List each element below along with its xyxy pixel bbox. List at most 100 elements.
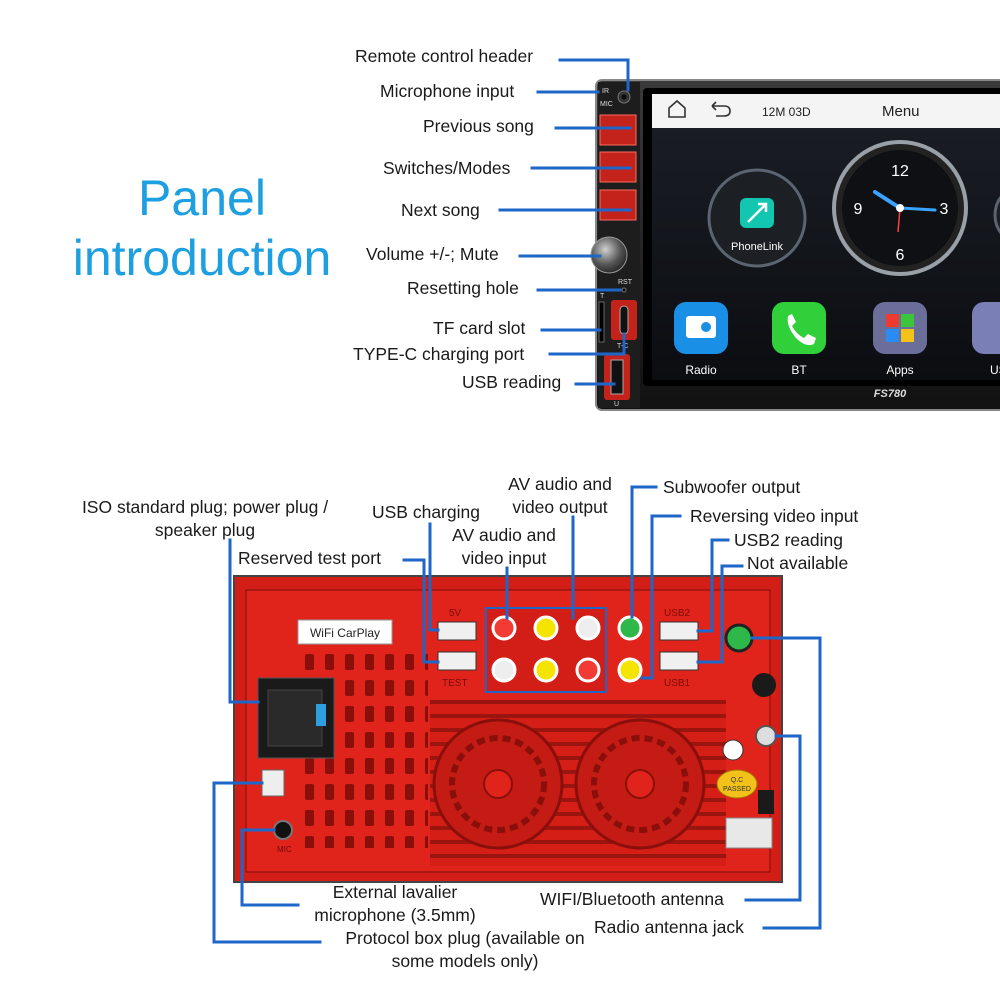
clock-number-3: 3: [940, 201, 949, 218]
panel-title-line2: introduction: [72, 230, 332, 286]
prev-song-button[interactable]: [599, 114, 637, 146]
label-tf-card-slot: TF card slot: [433, 318, 526, 338]
label-type-c-port: TYPE-C charging port: [353, 344, 525, 364]
spec-label: [725, 817, 773, 849]
subwoofer-jack[interactable]: [617, 615, 643, 641]
rst-mark: RST: [618, 279, 633, 286]
label-next-song: Next song: [401, 200, 480, 220]
mic-jack-mark: MIC: [277, 845, 292, 854]
label-subwoofer-output: Subwoofer output: [663, 477, 801, 497]
ce-mark-icon: [722, 739, 744, 761]
app-label-apps: Apps: [886, 363, 913, 377]
tf-card-slot[interactable]: [598, 301, 605, 343]
phone-icon: [787, 314, 816, 346]
label-not-available: Not available: [747, 553, 849, 573]
tf-mark: T: [600, 293, 605, 300]
av-in-yellow-jack[interactable]: [533, 657, 559, 683]
usb-mark: U: [614, 401, 619, 408]
left-fan-ring: [449, 735, 547, 833]
leader-typec: [548, 332, 626, 356]
leader-reversing: [640, 514, 682, 680]
fuse: [316, 704, 326, 726]
av-out-white-jack[interactable]: [575, 615, 601, 641]
usb2-mark: USB2: [664, 608, 691, 619]
av-in-white-jack[interactable]: [491, 657, 517, 683]
home-icon[interactable]: [668, 99, 686, 118]
reversing-jack[interactable]: [617, 657, 643, 683]
clock-minute-hand: [898, 206, 937, 212]
av-out-red-jack[interactable]: [575, 657, 601, 683]
model-label: FS780: [874, 388, 907, 400]
panel-title-line1: Panel: [138, 170, 266, 226]
right-fan-hub: [625, 769, 655, 799]
label-av-output-line1: AV audio and: [508, 474, 612, 494]
label-av-input: AV audio and video input: [436, 524, 572, 570]
next-song-button[interactable]: [599, 189, 637, 221]
label-protocol-line1: Protocol box plug (available on: [345, 928, 585, 948]
apps-grid-yellow: [901, 329, 914, 342]
label-lavalier-line2: microphone (3.5mm): [314, 905, 476, 925]
next-tile-partial: [993, 195, 1000, 235]
label-av-input-line2: video input: [461, 548, 547, 568]
usb-5v-mark: 5V: [449, 608, 462, 619]
qc-sticker: [716, 769, 758, 799]
label-lavalier-mic: External lavalier microphone (3.5mm): [300, 881, 490, 927]
usb-test-mark: TEST: [442, 678, 468, 689]
label-av-input-line1: AV audio and: [452, 525, 556, 545]
label-iso-plug-line1: ISO standard plug; power plug /: [81, 497, 329, 517]
front-head-unit: 12M 03D Menu PhoneLink 12 3 6 9 Radio BT…: [590, 79, 1000, 411]
apps-grid-red: [886, 314, 899, 327]
clock-number-9: 9: [854, 201, 863, 218]
av-in-white-jack-top[interactable]: [533, 615, 559, 641]
qc-line1: Q.C: [731, 777, 743, 784]
left-fan-hub: [483, 769, 513, 799]
leader-wifi-bt: [744, 734, 802, 902]
label-iso-plug: ISO standard plug; power plug / speaker …: [60, 496, 350, 542]
reset-hole[interactable]: [621, 287, 627, 293]
mic-mark: MIC: [600, 101, 613, 108]
label-protocol-line2: some models only): [391, 951, 539, 971]
wifi-carplay-text: WiFi CarPlay: [310, 626, 380, 640]
usb-app-icon-partial[interactable]: [972, 302, 1000, 354]
clock-second-hand: [897, 207, 901, 233]
leader-remote: [558, 58, 630, 92]
phonelink-label: PhoneLink: [731, 241, 783, 253]
menu-label[interactable]: Menu: [882, 103, 920, 120]
av-in-red-jack[interactable]: [491, 615, 517, 641]
label-reserved-test-port: Reserved test port: [238, 548, 381, 568]
leader-subwoofer: [630, 485, 658, 619]
label-previous-song: Previous song: [423, 116, 534, 136]
clock-hub: [896, 204, 904, 212]
apps-grid-blue: [886, 329, 899, 342]
label-protocol-box: Protocol box plug (available on some mod…: [320, 927, 610, 973]
label-lavalier-line1: External lavalier: [332, 882, 458, 902]
clock-hour-hand: [873, 190, 902, 210]
radio-antenna-socket[interactable]: [758, 790, 774, 814]
label-wifi-bt-antenna: WIFI/Bluetooth antenna: [540, 889, 724, 909]
right-fan-ring: [591, 735, 689, 833]
label-resetting-hole: Resetting hole: [407, 278, 519, 298]
leader-not-available: [696, 564, 744, 664]
screen-top-bar: [652, 94, 1000, 128]
leader-lavalier: [240, 828, 300, 907]
leader-usb-charging: [428, 522, 440, 632]
clock-number-12: 12: [891, 163, 909, 180]
remote-sensor-dot: [621, 94, 627, 100]
apps-grid-green: [901, 314, 914, 327]
ir-mark: IR: [602, 88, 609, 95]
label-remote-control-header: Remote control header: [355, 46, 534, 66]
leader-radio: [750, 636, 822, 930]
label-usb-charging: USB charging: [372, 502, 480, 522]
phonelink-arrow-icon: [747, 202, 768, 223]
back-icon[interactable]: [711, 101, 731, 117]
label-usb2-reading: USB2 reading: [734, 530, 843, 550]
leader-reserved: [402, 558, 440, 664]
label-switches-modes: Switches/Modes: [383, 158, 511, 178]
round-port: [752, 673, 776, 697]
label-av-output: AV audio and video output: [492, 473, 628, 519]
label-microphone-input: Microphone input: [380, 81, 515, 101]
radio-app-speaker: [701, 322, 711, 332]
label-iso-plug-line2: speaker plug: [154, 520, 256, 540]
